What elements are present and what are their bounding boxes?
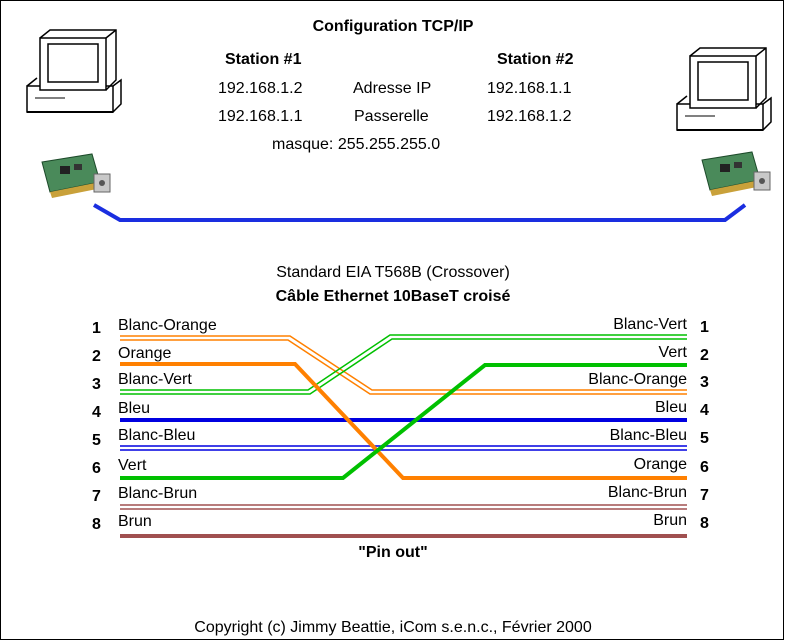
pin-number: 8 xyxy=(92,516,101,533)
pin-label: Bleu xyxy=(654,399,687,416)
pinout-caption: "Pin out" xyxy=(358,544,428,561)
pin-number: 2 xyxy=(92,348,101,365)
pin-label: Vert xyxy=(658,344,687,361)
pin-label: Vert xyxy=(118,457,147,474)
pin-number: 1 xyxy=(92,320,101,337)
cable-title: Câble Ethernet 10BaseT croisé xyxy=(275,288,511,305)
copyright: Copyright (c) Jimmy Beattie, iCom s.e.n.… xyxy=(194,619,592,636)
station2-label: Station #2 xyxy=(497,51,574,68)
pin-number: 7 xyxy=(92,488,101,505)
pin-number: 1 xyxy=(700,319,709,336)
pin-label: Bleu xyxy=(118,400,151,417)
pin-label: Brun xyxy=(118,513,152,530)
pin-number: 8 xyxy=(700,515,709,532)
pin-number: 7 xyxy=(700,487,709,504)
pin-number: 3 xyxy=(700,374,709,391)
config-title: Configuration TCP/IP xyxy=(312,18,474,35)
pin-number: 5 xyxy=(700,430,709,447)
wire-blanc-bleu xyxy=(120,445,687,451)
pin-label: Brun xyxy=(653,512,687,529)
wire-blanc-vert xyxy=(120,334,687,395)
pin-label: Orange xyxy=(118,345,172,362)
network-card-icon xyxy=(41,153,111,198)
network-card-icon xyxy=(701,151,771,196)
pin-label: Orange xyxy=(633,456,687,473)
gateway-station1: 192.168.1.1 xyxy=(218,108,303,125)
pin-number: 5 xyxy=(92,432,101,449)
pin-label: Blanc-Brun xyxy=(118,485,198,502)
network-link xyxy=(93,203,747,222)
pin-label: Blanc-Orange xyxy=(118,317,217,334)
ip-label: Adresse IP xyxy=(353,80,432,97)
station1-label: Station #1 xyxy=(225,51,302,68)
pin-label: Blanc-Bleu xyxy=(118,427,196,444)
pin-number: 4 xyxy=(92,404,101,421)
subnet-mask: masque: 255.255.255.0 xyxy=(272,136,441,153)
computer-icon xyxy=(26,29,122,113)
pin-label: Blanc-Brun xyxy=(607,484,687,501)
pin-number: 4 xyxy=(700,402,709,419)
wire-blanc-orange xyxy=(120,335,687,395)
wire-blanc-brun xyxy=(120,504,687,510)
pin-label: Blanc-Vert xyxy=(613,316,687,333)
pin-number: 6 xyxy=(700,459,709,476)
pin-number: 6 xyxy=(92,460,101,477)
pin-label: Blanc-Vert xyxy=(118,371,192,388)
ip-station2: 192.168.1.1 xyxy=(487,80,572,97)
pin-number: 2 xyxy=(700,347,709,364)
pin-label: Blanc-Bleu xyxy=(609,427,687,444)
gateway-station2: 192.168.1.2 xyxy=(487,108,572,125)
gateway-label: Passerelle xyxy=(354,108,429,125)
cable-standard: Standard EIA T568B (Crossover) xyxy=(276,264,510,281)
wire-vert xyxy=(120,363,687,480)
wire-orange xyxy=(120,362,687,480)
pin-label: Blanc-Orange xyxy=(588,371,687,388)
pin-number: 3 xyxy=(92,376,101,393)
computer-icon xyxy=(676,47,772,131)
ip-station1: 192.168.1.2 xyxy=(218,80,303,97)
